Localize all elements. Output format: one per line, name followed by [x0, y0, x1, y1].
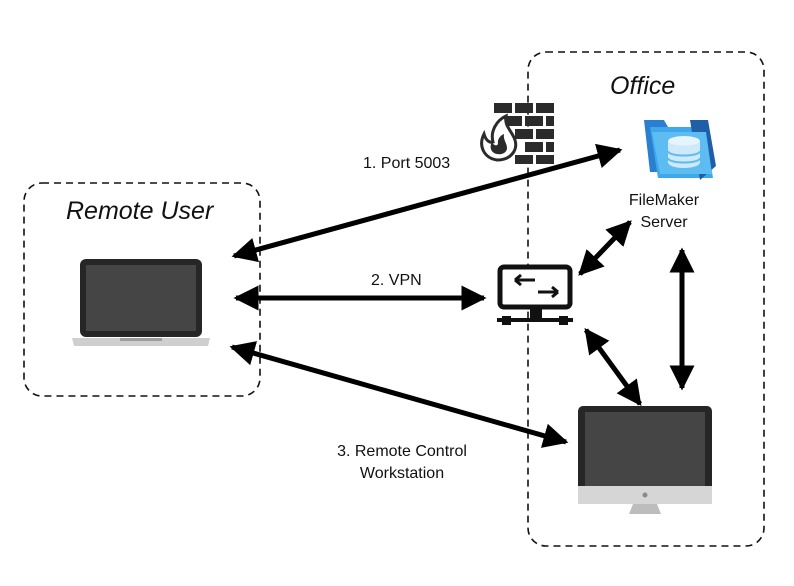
- filemaker-server-label: FileMaker Server: [614, 190, 714, 234]
- office-title: Office: [610, 72, 676, 100]
- remote-control-label-line1: 3. Remote Control: [337, 443, 467, 460]
- desktop-computer-icon: [578, 406, 712, 514]
- office-box: [527, 51, 765, 547]
- vpn-label: 2. VPN: [371, 272, 422, 289]
- firewall-icon: [480, 103, 554, 164]
- filemaker-server-label-line2: Server: [640, 214, 688, 231]
- filemaker-server-label-line1: FileMaker: [628, 192, 700, 209]
- laptop-icon: [72, 259, 210, 346]
- switch-server-arrow: [578, 220, 632, 276]
- remote-control-label: 3. Remote Control Workstation: [322, 441, 482, 485]
- remote-control-arrow: [229, 341, 569, 448]
- switch-desktop-arrow: [583, 327, 643, 407]
- port-5003-label: 1. Port 5003: [363, 155, 451, 172]
- filemaker-icon: [644, 120, 716, 180]
- remote-control-label-line2: Workstation: [359, 465, 445, 482]
- network-switch-icon: [497, 264, 573, 325]
- port-5003-arrow: [231, 143, 623, 263]
- remote-user-title: Remote User: [66, 197, 214, 225]
